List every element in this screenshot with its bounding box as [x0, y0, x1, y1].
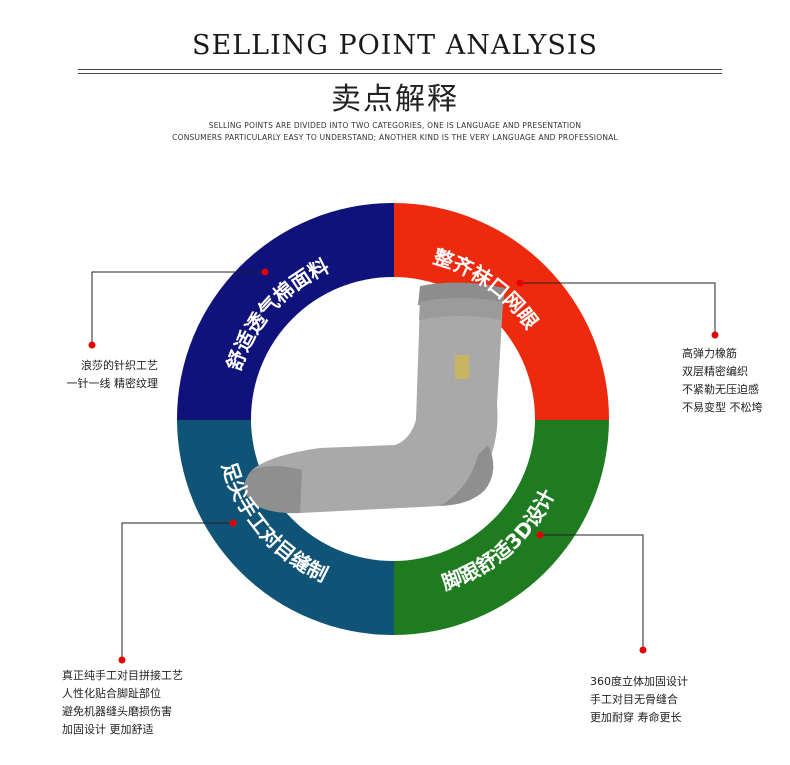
leader-line-top-right [520, 282, 716, 335]
leader-dot-top-right-start [516, 279, 524, 287]
note-line: 手工对目无骨缝合 [590, 693, 678, 706]
note-top-right: 高弹力橡筋 双层精密编织 不紧勒无压迫感 不易变型 不松垮 [682, 345, 763, 417]
note-bottom-left: 真正纯手工对目拼接工艺 人性化贴合脚趾部位 避免机器缝头磨损伤害 加固设计 更加… [62, 667, 183, 739]
leader-dot-bottom-left-end [118, 656, 126, 664]
note-line: 双层精密编织 [682, 365, 748, 378]
leader-dot-top-left-end [88, 341, 96, 349]
description-line-2: CONSUMERS PARTICULARLY EASY TO UNDERSTAN… [172, 133, 618, 142]
leader-dot-top-right-end [711, 331, 719, 339]
note-line: 浪莎的针织工艺 [81, 359, 158, 372]
note-line: 加固设计 更加舒适 [62, 723, 154, 736]
description-line-1: SELLING POINTS ARE DIVIDED INTO TWO CATE… [208, 121, 582, 130]
title-rule-bottom [78, 73, 722, 74]
page-subtitle: 卖点解释 [331, 82, 459, 117]
note-top-left: 浪莎的针织工艺 一针一线 精密纹理 [67, 357, 159, 393]
note-line: 人性化贴合脚趾部位 [62, 687, 161, 700]
page-title: SELLING POINT ANALYSIS [192, 30, 598, 61]
leader-dot-bottom-left-start [229, 519, 237, 527]
leader-line-bottom-right [540, 534, 644, 650]
leader-dot-bottom-right-end [639, 646, 647, 654]
leader-dot-bottom-right-start [536, 531, 544, 539]
leader-line-bottom-left [121, 522, 233, 660]
note-line: 更加耐穿 寿命更长 [590, 711, 682, 724]
note-line: 不易变型 不松垮 [682, 401, 763, 414]
sock-illustration [244, 282, 505, 514]
note-line: 避免机器缝头磨损伤害 [62, 705, 172, 718]
note-line: 一针一线 精密纹理 [66, 377, 159, 390]
title-rule-top [78, 69, 722, 70]
leader-dot-top-left-start [261, 268, 269, 276]
note-line: 360度立体加固设计 [590, 675, 688, 688]
note-line: 不紧勒无压迫感 [682, 383, 759, 396]
note-line: 真正纯手工对目拼接工艺 [62, 669, 183, 682]
leader-line-top-left [91, 271, 265, 345]
note-line: 高弹力橡筋 [682, 347, 737, 360]
note-bottom-right: 360度立体加固设计 手工对目无骨缝合 更加耐穿 寿命更长 [590, 673, 688, 727]
